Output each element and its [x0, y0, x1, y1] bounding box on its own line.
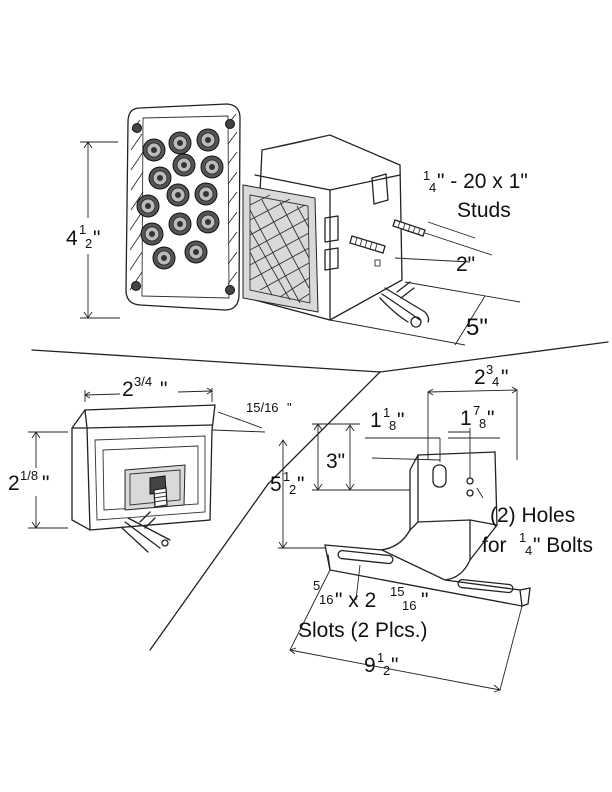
- svg-text:": ": [160, 378, 167, 401]
- dimension-labels: 4 1 2 " 1 4 " - 20 x 1" Studs 2" 5" 2 3/…: [8, 168, 593, 678]
- label-lamp-depth: 5": [466, 314, 488, 341]
- svg-text:": ": [397, 409, 404, 432]
- svg-text:2: 2: [383, 663, 390, 678]
- svg-text:4: 4: [492, 374, 499, 389]
- svg-text:15: 15: [390, 584, 404, 599]
- svg-text:": ": [421, 589, 428, 612]
- label-hole-offset-b: 1 7 8 ": [460, 403, 494, 431]
- svg-text:": ": [501, 366, 508, 389]
- svg-text:2: 2: [474, 366, 486, 389]
- svg-text:" Bolts: " Bolts: [533, 534, 593, 557]
- svg-text:2: 2: [85, 236, 92, 251]
- svg-text:8: 8: [389, 418, 396, 433]
- svg-text:16: 16: [402, 598, 416, 613]
- svg-text:": ": [391, 654, 398, 677]
- svg-text:4: 4: [429, 180, 436, 195]
- svg-text:": ": [42, 472, 49, 495]
- label-lamp-height: 4 1 2 ": [66, 222, 100, 251]
- section-dividers: [31, 341, 609, 651]
- svg-text:1: 1: [460, 407, 472, 430]
- label-holes-line2: for 1 4 " Bolts: [482, 530, 593, 558]
- svg-text:1: 1: [423, 168, 430, 183]
- svg-text:" x 2: " x 2: [335, 589, 376, 612]
- svg-text:1: 1: [383, 405, 390, 420]
- svg-text:1: 1: [370, 409, 382, 432]
- svg-text:" - 20 x 1": " - 20 x 1": [437, 170, 528, 193]
- label-bracket-width: 2 3 4 ": [474, 362, 508, 389]
- svg-text:4: 4: [66, 227, 78, 250]
- svg-text:2: 2: [122, 378, 134, 401]
- svg-text:3: 3: [486, 362, 493, 377]
- top-dimension-lines: [80, 141, 521, 346]
- svg-text:1: 1: [283, 469, 290, 484]
- svg-text:1: 1: [377, 650, 384, 665]
- label-slots-line1: 5 16 " x 2 15 16 ": [313, 578, 428, 613]
- svg-text:4: 4: [525, 543, 532, 558]
- square-lamp-front: [125, 103, 241, 311]
- svg-text:5: 5: [270, 473, 282, 496]
- square-lamp-body: [242, 134, 430, 328]
- small-lamp-dimension-lines: [28, 387, 266, 529]
- svg-text:": ": [297, 473, 304, 496]
- svg-text:9: 9: [364, 654, 376, 677]
- svg-text:1: 1: [519, 530, 526, 545]
- small-lamp: [71, 404, 216, 553]
- svg-text:7: 7: [473, 403, 480, 418]
- label-small-width: 2 3/4 ": [122, 374, 167, 401]
- bracket-dimension-lines: [278, 386, 523, 693]
- svg-text:3/4: 3/4: [134, 374, 152, 389]
- svg-text:16: 16: [319, 592, 333, 607]
- label-bracket-height-inner: 3": [326, 450, 345, 473]
- label-studs: 1 4 " - 20 x 1" Studs: [423, 168, 528, 222]
- svg-text:2: 2: [289, 482, 296, 497]
- svg-text:5: 5: [313, 578, 320, 593]
- label-bracket-length: 9 1 2 ": [364, 650, 398, 678]
- svg-text:": ": [487, 407, 494, 430]
- svg-text:15/16: 15/16: [246, 400, 279, 415]
- mounting-bracket: [324, 451, 531, 607]
- svg-text:for: for: [482, 534, 507, 557]
- svg-text:": ": [287, 400, 292, 415]
- svg-text:2: 2: [8, 472, 20, 495]
- label-hole-offset-a: 1 1 8 ": [370, 405, 404, 433]
- label-bracket-height: 5 1 2 ": [270, 469, 304, 497]
- svg-text:Studs: Studs: [457, 199, 511, 222]
- svg-text:8: 8: [479, 416, 486, 431]
- svg-text:": ": [93, 227, 100, 250]
- label-small-depth: 15/16 ": [246, 400, 292, 415]
- svg-text:1: 1: [79, 222, 86, 237]
- label-holes-line1: (2) Holes: [490, 504, 575, 527]
- label-slots-line2: Slots (2 Plcs.): [298, 619, 428, 642]
- svg-text:1/8: 1/8: [20, 468, 38, 483]
- label-stud-length: 2": [456, 253, 475, 276]
- label-small-height: 2 1/8 ": [8, 468, 49, 495]
